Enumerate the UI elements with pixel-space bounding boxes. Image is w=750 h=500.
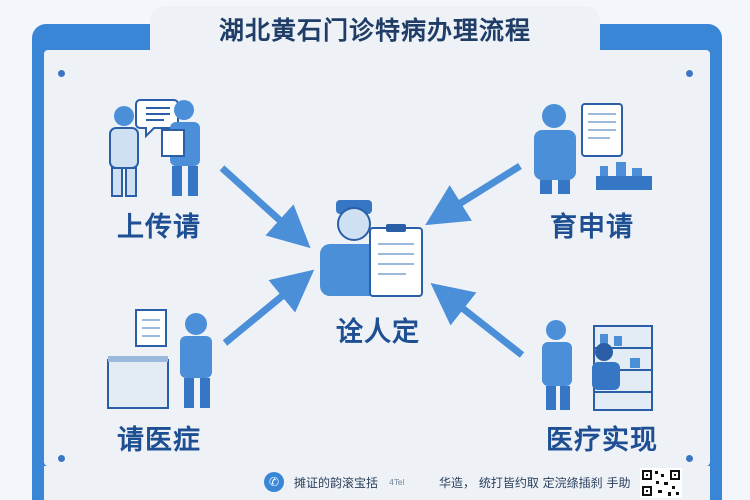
step-label-bottom-left: 请医症 <box>117 425 201 456</box>
step-label-bottom-right: 医疗实现 <box>546 425 658 456</box>
qr-code-icon <box>640 468 682 498</box>
corner-dot <box>686 455 693 462</box>
page-title: 湖北黄石门诊特病办理流程 <box>218 16 531 45</box>
corner-dot <box>58 70 65 77</box>
arrow-top-left <box>219 165 311 249</box>
step-label-top-left: 上传请 <box>117 212 201 243</box>
patient-doctor-illustration <box>109 99 200 197</box>
arrow-top-right <box>425 163 522 226</box>
phone-icon: ✆ <box>264 472 284 492</box>
corner-dot <box>686 70 693 77</box>
corner-dot <box>58 455 65 462</box>
pharmacy-illustration <box>542 320 653 411</box>
step-label-top-right: 育申请 <box>550 212 634 243</box>
arrow-bottom-left <box>222 269 315 346</box>
arrow-bottom-right <box>430 283 525 358</box>
footer-bar: ✆ 摊证的韵滚宝括 4Tel 华造， 统打皆约取 定浣绦插刹 手助 <box>44 466 710 500</box>
footer-hotline-text: 摊证的韵滚宝括 <box>294 476 379 490</box>
step-label-center: 诠人定 <box>336 317 420 348</box>
footer-right-text: 华造， 统打皆约取 定浣绦插刹 手助 <box>439 476 631 490</box>
staff-review-illustration <box>534 103 652 194</box>
doctor-clipboard-illustration <box>320 200 423 297</box>
title-tab: 湖北黄石门诊特病办理流程 <box>150 6 600 52</box>
footer-small-text: 4Tel <box>389 478 405 487</box>
clinic-desk-illustration <box>107 309 212 409</box>
